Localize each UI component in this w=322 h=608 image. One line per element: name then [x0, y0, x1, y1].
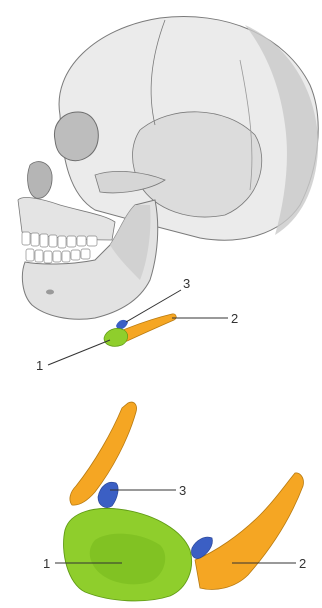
mental-foramen: [46, 290, 54, 295]
label-1-top: 1: [36, 358, 43, 373]
leader-line-1-top: [48, 340, 110, 365]
label-1-bottom: 1: [43, 556, 50, 571]
label-2-top: 2: [231, 311, 238, 326]
lower-teeth: [26, 249, 90, 263]
orbit: [54, 112, 98, 161]
hyoid-body-small: [104, 328, 128, 346]
nasal-cavity: [28, 162, 53, 199]
label-3-top: 3: [183, 276, 190, 291]
label-2-bottom: 2: [299, 556, 306, 571]
label-3-bottom: 3: [179, 483, 186, 498]
skull-illustration: [18, 17, 318, 320]
hyoid-small: [104, 314, 176, 346]
hyoid-large: [64, 402, 304, 601]
lesser-horn-left: [98, 482, 118, 507]
greater-horn-right: [195, 473, 303, 590]
